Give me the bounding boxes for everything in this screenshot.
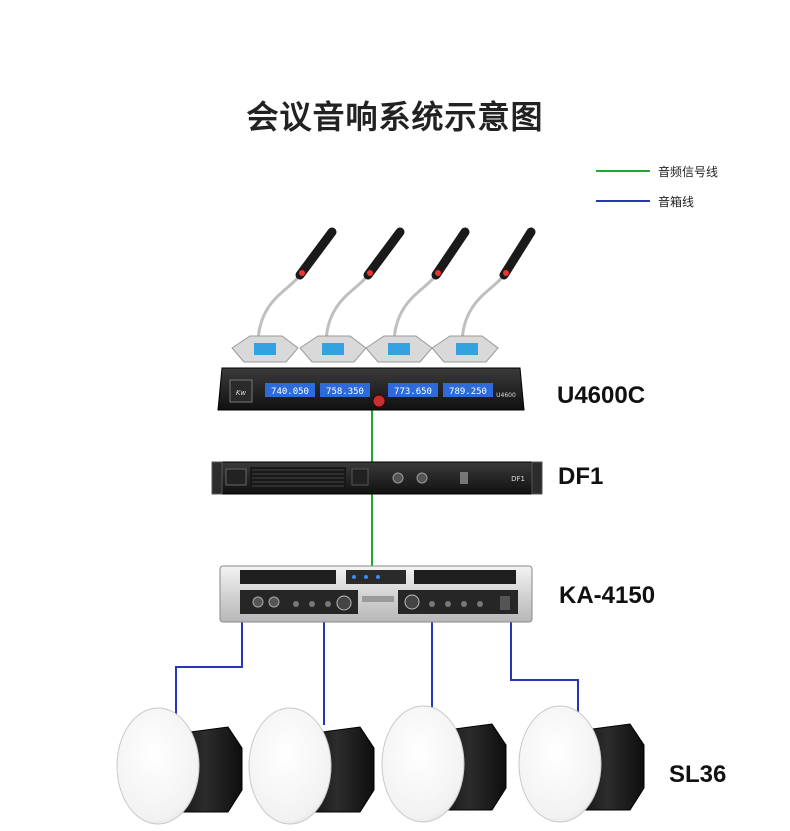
gooseneck-mic-1	[231, 227, 337, 363]
amplifier-vent-right	[414, 570, 516, 584]
gooseneck-mic-3	[365, 227, 470, 363]
lcd-display-2-text: 758.350	[326, 387, 364, 397]
lcd-display-1	[265, 383, 315, 397]
amplifier-volume-knob	[336, 595, 352, 611]
receiver-label: U4600C	[557, 382, 646, 409]
lcd-display-4	[443, 383, 493, 397]
ceiling-speaker-4	[518, 705, 645, 823]
speaker-wires	[175, 622, 579, 725]
legend-speaker-swatch	[596, 200, 650, 202]
processor-logo	[225, 468, 247, 486]
receiver-model-text: U4600	[496, 392, 516, 399]
speaker-wire-1	[175, 622, 243, 725]
receiver-chassis	[217, 367, 525, 411]
power-amplifier	[219, 565, 533, 623]
gooseneck-mic-4	[431, 227, 536, 363]
legend-speaker-label: 音箱线	[658, 194, 695, 209]
processor-label: DF1	[558, 463, 604, 490]
ceiling-speaker-2	[248, 707, 375, 825]
legend-signal-swatch	[596, 170, 650, 172]
receiver-power-button	[372, 394, 386, 408]
lcd-display-4-text: 789.250	[449, 387, 487, 397]
amplifier-power-switch	[500, 596, 510, 610]
lcd-display-1-text: 740.050	[271, 387, 309, 397]
ceiling-speaker-3	[381, 705, 507, 823]
speakers-label: SL36	[669, 761, 727, 788]
speaker-wire-4	[510, 622, 579, 722]
svg-text:Kw: Kw	[236, 389, 247, 397]
ceiling-speaker-1	[116, 707, 243, 825]
legend-signal-line: 音频信号线	[596, 163, 718, 179]
lcd-display-2	[320, 383, 370, 397]
audio-processor: DF1	[211, 461, 543, 495]
legend-signal-label: 音频信号线	[658, 164, 719, 179]
processor-switch	[460, 472, 468, 484]
amplifier-vent-left	[240, 570, 336, 584]
processor-knob-2	[416, 472, 428, 484]
lcd-display-3	[388, 383, 438, 397]
lcd-display-3-text: 773.650	[394, 387, 432, 397]
processor-knob-1	[392, 472, 404, 484]
processor-model-text: DF1	[511, 475, 525, 483]
legend-speaker-line: 音箱线	[596, 193, 694, 209]
wireless-receiver: Kw 740.050 758.350 773.650 789.250 U4600	[217, 227, 536, 411]
receiver-logo	[229, 379, 253, 403]
amplifier-label: KA-4150	[559, 582, 656, 609]
gooseneck-mic-2	[299, 227, 405, 363]
page-title: 会议音响系统示意图	[246, 98, 544, 136]
